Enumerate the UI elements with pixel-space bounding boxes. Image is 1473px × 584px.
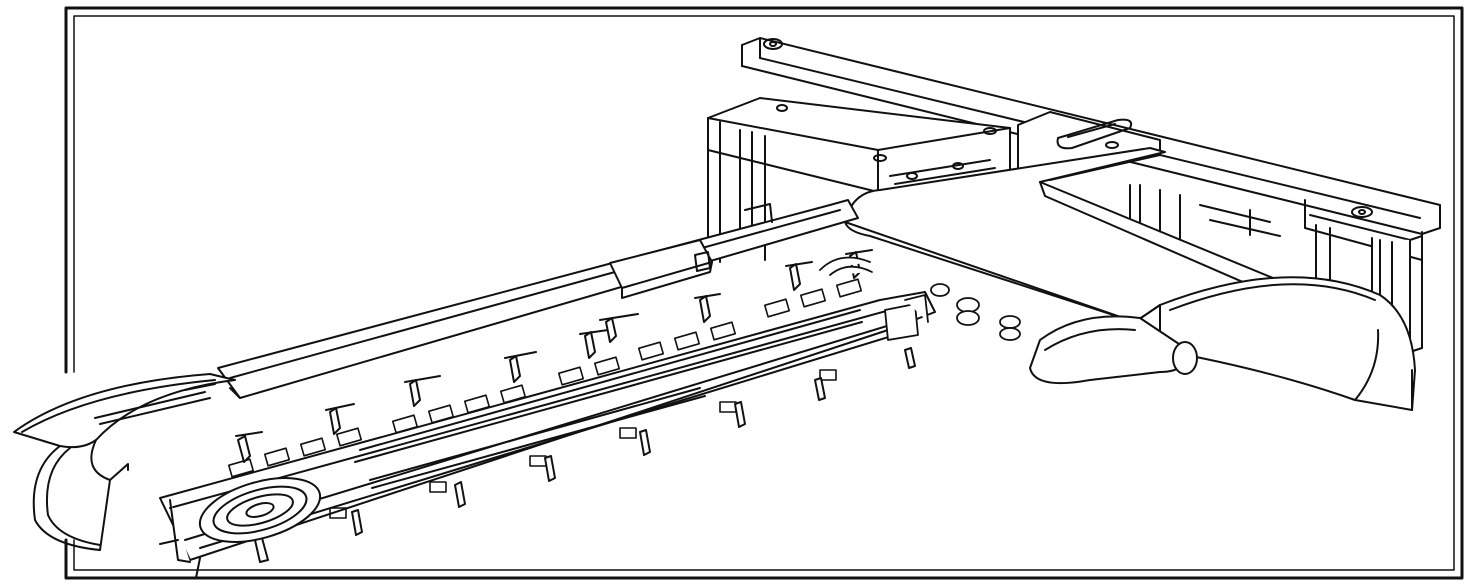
boom-arm [217, 199, 859, 399]
drive-fittings [819, 256, 1021, 341]
gearbox-housing [707, 97, 1011, 263]
soil-guard [13, 373, 236, 551]
chain-teeth [235, 249, 916, 563]
frame-border [64, 6, 1464, 580]
auger-cover [1159, 276, 1416, 411]
auger-shaft [1029, 315, 1198, 385]
front-sprocket [159, 477, 322, 579]
